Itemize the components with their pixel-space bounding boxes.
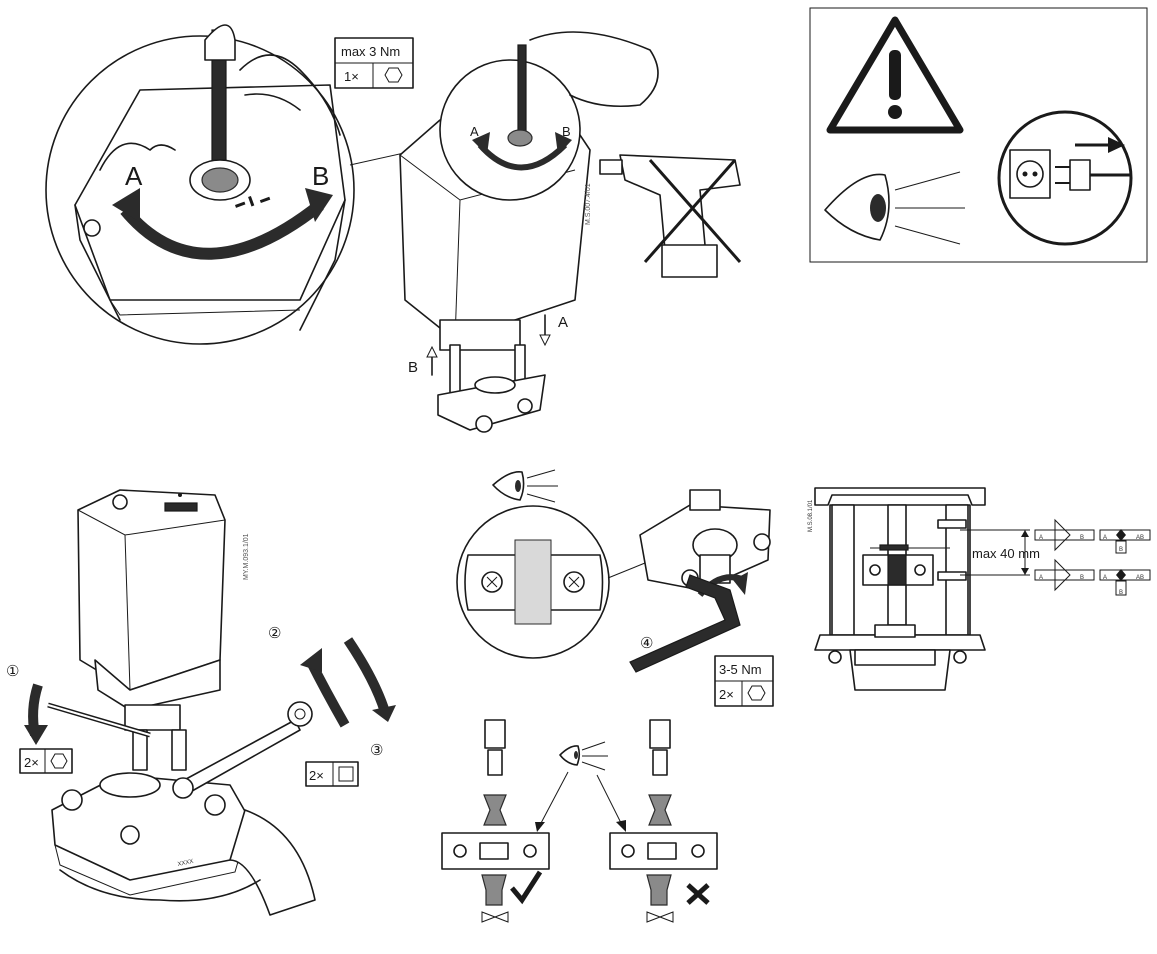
- port-diagram-three-way-2: A AB B: [1099, 569, 1151, 596]
- warning-triangle-icon: [826, 16, 964, 134]
- step-2-label: ②: [268, 625, 281, 642]
- svg-text:A: A: [1039, 535, 1043, 541]
- svg-text:A: A: [1103, 575, 1107, 581]
- rotation-arrow: [120, 200, 324, 260]
- svg-text:A: A: [1103, 535, 1107, 541]
- eye-icon: [559, 741, 608, 771]
- eye-icon: [824, 171, 965, 245]
- hex-key-icon: [747, 685, 766, 701]
- drawing-code-1: M.S.007.4/01: [585, 183, 592, 225]
- svg-text:B: B: [562, 124, 571, 139]
- svg-text:2×: 2×: [24, 755, 39, 770]
- count-box-square: 2×: [305, 761, 359, 787]
- svg-text:2×: 2×: [309, 768, 324, 783]
- torque-label-2: 3-5 Nm: [719, 662, 762, 677]
- check-mark-icon: [510, 870, 543, 905]
- svg-text:AB: AB: [1136, 535, 1144, 541]
- svg-text:B: B: [1119, 590, 1123, 596]
- port-diagram-two-way-1: A B: [1034, 518, 1095, 552]
- count-label-2: 2×: [719, 687, 734, 702]
- svg-text:AB: AB: [1136, 575, 1144, 581]
- stem-direction-a: A: [558, 314, 568, 331]
- direction-a-label: A: [125, 161, 143, 191]
- torque-box: max 3 Nm 1×: [334, 37, 414, 89]
- square-key-icon: [338, 766, 354, 782]
- hex-key-icon: [50, 753, 68, 769]
- svg-text:B: B: [1080, 535, 1084, 541]
- step-1-label: ①: [6, 663, 19, 680]
- safety-warning-panel: [809, 7, 1148, 263]
- coupling-incorrect: [609, 719, 718, 923]
- actuator-unit: A B A B: [399, 31, 659, 433]
- cross-mark-icon: [686, 883, 710, 905]
- step-3-label: ③: [370, 742, 383, 759]
- drawing-code-4: M.S.08.1/01: [808, 499, 814, 532]
- count-box-hex: 2×: [19, 748, 73, 774]
- torque-box-2: 3-5 Nm 2×: [714, 655, 774, 707]
- no-power-drill-icon: [599, 154, 742, 278]
- svg-text:A: A: [470, 124, 479, 139]
- count-label: 1×: [344, 69, 359, 84]
- hex-key-icon: [384, 67, 403, 83]
- step-4-label: ④: [640, 635, 653, 652]
- panel-manual-override: A B max 3 Nm 1× A B: [45, 24, 742, 433]
- eye-icon: [492, 469, 558, 503]
- svg-text:A: A: [1039, 575, 1043, 581]
- direction-b-label: B: [312, 161, 329, 191]
- torque-label: max 3 Nm: [341, 44, 400, 59]
- panel-coupling: ④ 3-5 Nm 2×: [441, 469, 774, 923]
- coupling-correct: [441, 719, 550, 923]
- panel-mounting: XXXX ① ② ③ 2× 2× MY.M.093.1/01: [6, 489, 396, 916]
- drawing-code-3: MY.M.093.1/01: [243, 533, 250, 580]
- svg-text:B: B: [1080, 575, 1084, 581]
- valve-marking: XXXX: [177, 859, 194, 868]
- svg-text:B: B: [1119, 547, 1123, 553]
- power-plug-icon: [997, 110, 1133, 246]
- panel-stroke: max 40 mm M.S.08.1/01 A B A AB B A B: [808, 487, 1151, 691]
- stem-direction-b: B: [408, 359, 418, 376]
- stroke-dimension-label: max 40 mm: [972, 546, 1040, 561]
- port-diagram-three-way-1: A AB B: [1099, 529, 1151, 554]
- port-diagram-two-way-2: A B: [1034, 558, 1095, 592]
